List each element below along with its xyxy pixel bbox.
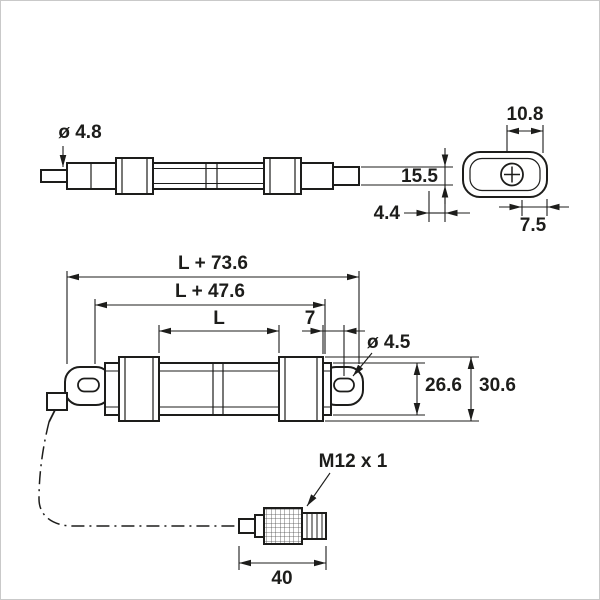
dim-label-clamp-span: L + 47.6 [175,281,245,302]
dim-label-connector-length: 40 [271,568,292,589]
label-connector-thread: M12 x 1 [306,451,388,507]
dim-end-gap: 7 [302,308,365,376]
front-view [46,356,364,423]
end-view-inner-contour [469,157,541,192]
cable-chain-line [38,421,239,527]
ear-slot-left [77,377,100,393]
side-view-tube [152,162,265,190]
connector-knurled-body [263,507,303,545]
dim-clamp-span: L + 47.6 [94,281,326,364]
dim-label-end-gap: 7 [305,308,316,329]
dim-end-width: 10.8 [506,104,544,153]
dim-label-length-l: L [213,308,225,329]
dim-label-mount-hole: ø 4.5 [367,332,411,353]
cable-and-connector [38,421,327,545]
dim-end-offset: 4.4 [374,189,470,224]
leader-connector-thread [306,472,331,507]
dim-cable-diameter: ø 4.8 [58,122,102,167]
dim-body-height: 26.6 [333,362,462,416]
front-view-clamp-right [278,356,324,422]
connector-cable-entry [238,518,256,534]
front-view-clamp-left [118,356,160,422]
dim-mount-hole: ø 4.5 [352,332,411,377]
screw-head [500,162,524,187]
dim-end-height: 15.5 [361,148,453,204]
dim-label-overall-length: L + 73.6 [178,253,248,274]
dim-total-height: 30.6 [325,356,516,422]
cable-start [48,409,56,423]
ear-slot-right [333,377,355,393]
dim-label-cable-diameter: ø 4.8 [58,122,101,143]
side-view [40,157,360,195]
dim-label-end-offset: 4.4 [374,203,401,224]
dim-length-l: L [158,308,280,353]
dim-label-total-height: 30.6 [479,375,516,396]
side-view-cable-stub [40,169,68,183]
side-view-end-piece [332,166,360,186]
dim-label-end-height: 15.5 [401,166,438,187]
dim-connector-length: 40 [238,546,327,589]
dim-end-depth: 7.5 [499,199,569,236]
side-view-right-block [300,162,334,190]
dim-label-end-width: 10.8 [507,104,544,125]
connector-thread-label: M12 x 1 [319,451,388,472]
end-view [462,151,548,198]
dim-label-body-height: 26.6 [425,375,462,396]
dim-overall-length: L + 73.6 [66,253,360,364]
dim-label-end-depth: 7.5 [520,215,547,236]
cable-exit-stub [46,392,68,411]
connector-step [254,514,265,538]
